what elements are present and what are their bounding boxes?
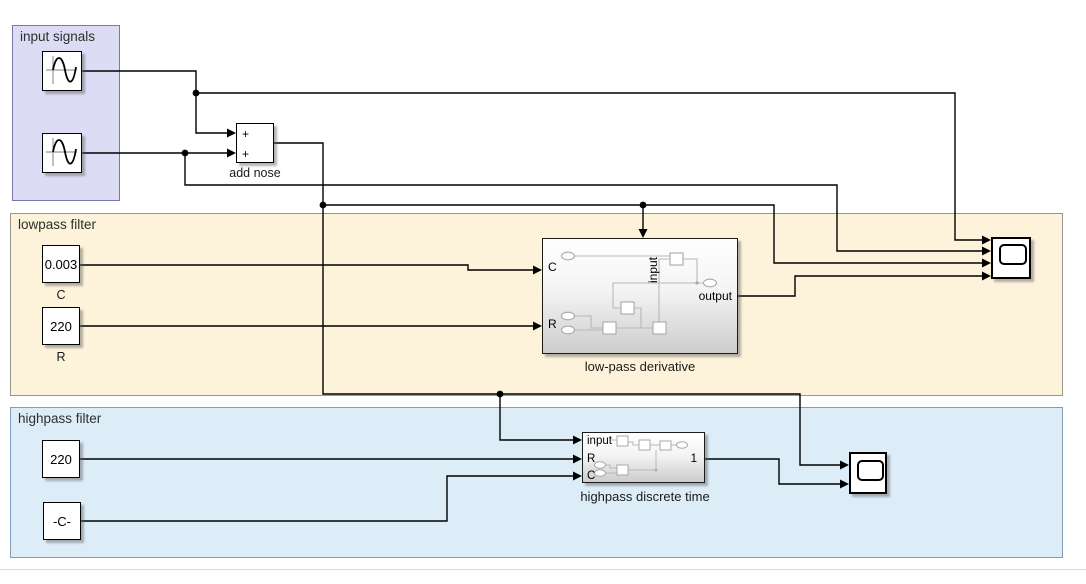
subsystem-contents-preview-icon xyxy=(560,251,718,335)
sum-plus-sign-1: + xyxy=(242,127,250,141)
constant-resistance-lowpass-name[interactable]: R xyxy=(56,350,66,364)
sum-plus-sign-2: + xyxy=(242,147,250,161)
lowpass-derivative-subsystem-name[interactable]: low-pass derivative xyxy=(584,359,696,374)
port-label-output: output xyxy=(698,289,732,303)
wire-sum-to-highpass-input[interactable] xyxy=(499,394,573,441)
sine-wave-icon xyxy=(46,56,77,84)
wire-sine1-to-sum[interactable] xyxy=(82,70,227,134)
port-label-c: C xyxy=(587,470,596,482)
constant-capacitance-lowpass-name[interactable]: C xyxy=(56,288,66,302)
constant-resistance-highpass[interactable]: 220 xyxy=(42,440,80,478)
sine-wave-icon xyxy=(46,138,77,166)
wire-arrowheads xyxy=(227,128,991,489)
highpass-discrete-time-subsystem[interactable]: input R C 1 xyxy=(582,432,705,483)
sine-wave-block-1[interactable] xyxy=(42,51,82,91)
port-label-input: input xyxy=(587,435,612,447)
constant-value: 0.003 xyxy=(44,256,78,272)
port-label-r: R xyxy=(587,453,596,465)
highpass-discrete-time-subsystem-name[interactable]: highpass discrete time xyxy=(580,489,710,504)
lowpass-derivative-subsystem[interactable]: C R output input xyxy=(542,238,738,354)
port-label-r: R xyxy=(548,317,557,331)
wire-sine1-to-scope[interactable] xyxy=(196,92,982,241)
wire-c-const-to-lowpass[interactable] xyxy=(80,264,533,271)
wire-sine2-to-scope[interactable] xyxy=(184,153,982,252)
scope-block-lowpass[interactable] xyxy=(991,237,1031,279)
constant-value: -C- xyxy=(52,513,72,529)
port-label-out: 1 xyxy=(690,453,697,465)
wire-sum-to-scope1[interactable] xyxy=(323,204,982,264)
sum-block[interactable]: + + xyxy=(236,123,274,163)
region-highpass-filter[interactable]: highpass filter xyxy=(10,407,1063,558)
constant-capacitance-lowpass[interactable]: 0.003 xyxy=(42,245,80,283)
constant-resistance-lowpass[interactable]: 220 xyxy=(42,307,80,345)
subsystem-contents-preview-icon xyxy=(594,435,688,477)
canvas-bottom-rule xyxy=(0,569,1086,570)
constant-value: 220 xyxy=(50,318,72,334)
wire-c-const-to-highpass[interactable] xyxy=(81,475,573,522)
constant-value: 220 xyxy=(50,451,72,467)
region-highpass-filter-label: highpass filter xyxy=(18,411,102,426)
wire-sum-to-scope2[interactable] xyxy=(274,142,840,466)
wire-junction-dots xyxy=(181,89,647,398)
region-lowpass-filter[interactable]: lowpass filter xyxy=(10,213,1063,396)
region-lowpass-filter-label: lowpass filter xyxy=(18,217,97,232)
constant-capacitance-highpass[interactable]: -C- xyxy=(43,502,81,540)
sine-wave-block-2[interactable] xyxy=(42,133,82,173)
sum-block-name[interactable]: add nose xyxy=(229,166,281,180)
port-label-c: C xyxy=(548,260,557,274)
wire-lowpass-out-to-scope[interactable] xyxy=(738,275,982,297)
scope-icon xyxy=(999,244,1027,265)
port-label-input: input xyxy=(646,256,660,283)
scope-block-highpass[interactable] xyxy=(849,452,887,494)
scope-icon xyxy=(857,460,884,481)
region-input-signals-label: input signals xyxy=(20,29,96,44)
wire-highpass-out-to-scope[interactable] xyxy=(705,458,840,485)
